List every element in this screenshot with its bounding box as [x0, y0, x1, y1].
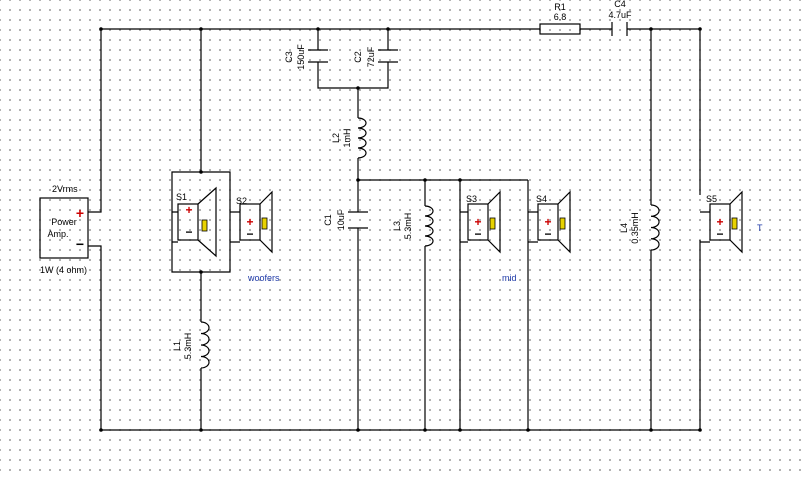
- svg-text:−: −: [544, 227, 551, 241]
- group-label-tweeter: T: [757, 223, 763, 233]
- capacitor-c1[interactable]: C1 10uF: [323, 209, 368, 230]
- svg-text:150uF: 150uF: [296, 44, 306, 70]
- inductor-l1[interactable]: L1 5.3mH: [172, 321, 210, 369]
- svg-text:C1: C1: [323, 214, 333, 226]
- svg-text:L4: L4: [619, 223, 629, 233]
- capacitor-c4[interactable]: C4 4.7uF: [608, 0, 632, 36]
- svg-text:L2: L2: [331, 133, 341, 143]
- svg-text:+: +: [544, 215, 551, 229]
- svg-text:R1: R1: [554, 2, 566, 12]
- group-label-mid: mid: [502, 273, 517, 283]
- speaker-s1[interactable]: + − S1: [176, 186, 217, 258]
- svg-text:C2: C2: [353, 51, 363, 63]
- capacitor-c3[interactable]: C3 150uF: [284, 44, 328, 70]
- svg-text:5.3mH: 5.3mH: [183, 333, 193, 360]
- group-label-woofers: woofers: [247, 273, 280, 283]
- svg-text:S4: S4: [536, 194, 547, 204]
- svg-text:S3: S3: [466, 194, 477, 204]
- svg-text:5.3mH: 5.3mH: [403, 213, 413, 240]
- svg-text:−: −: [474, 227, 481, 241]
- capacitor-c2[interactable]: C2 72uF: [353, 46, 398, 67]
- svg-text:−: −: [185, 225, 192, 239]
- amp-label-line1: Power: [51, 217, 77, 227]
- svg-text:+: +: [474, 215, 481, 229]
- svg-text:−: −: [716, 227, 723, 241]
- inductor-l3[interactable]: L3 5.3mH: [392, 205, 434, 247]
- amp-voltage: 2Vrms: [52, 184, 78, 194]
- amp-label-line2: Amp.: [47, 229, 68, 239]
- amp-power: 1W (4 ohm): [40, 265, 87, 275]
- amp-minus-sign: −: [76, 236, 84, 252]
- power-amp-source[interactable]: Power Amp. + − 2Vrms 1W (4 ohm): [39, 184, 89, 275]
- inductor-l4[interactable]: L4 0.35mH: [619, 204, 660, 251]
- svg-text:−: −: [246, 227, 253, 241]
- svg-text:+: +: [716, 215, 723, 229]
- svg-text:L3: L3: [392, 221, 402, 231]
- speaker-s2[interactable]: + − S2: [236, 190, 273, 254]
- wires: [88, 28, 710, 431]
- svg-text:C3: C3: [284, 51, 294, 63]
- speaker-s5[interactable]: + − S5: [706, 190, 743, 254]
- svg-text:72uF: 72uF: [366, 46, 376, 67]
- svg-text:1mH: 1mH: [342, 128, 352, 147]
- svg-text:10uF: 10uF: [336, 209, 346, 230]
- svg-text:6.8: 6.8: [554, 12, 567, 22]
- speaker-s4[interactable]: + − S4: [536, 190, 571, 254]
- svg-text:L1: L1: [172, 341, 182, 351]
- svg-text:S2: S2: [236, 196, 247, 206]
- amp-plus-sign: +: [76, 205, 84, 221]
- svg-text:4.7uF: 4.7uF: [608, 10, 632, 20]
- resistor-r1[interactable]: R1 6.8: [539, 2, 581, 35]
- svg-text:S1: S1: [176, 192, 187, 202]
- svg-text:+: +: [246, 215, 253, 229]
- svg-text:S5: S5: [706, 194, 717, 204]
- junction-dots: [99, 27, 702, 432]
- inductor-l2[interactable]: L2 1mH: [331, 117, 367, 159]
- svg-text:0.35mH: 0.35mH: [630, 212, 640, 244]
- svg-text:+: +: [185, 203, 192, 217]
- svg-text:C4: C4: [614, 0, 626, 9]
- speaker-s3[interactable]: + − S3: [466, 190, 501, 254]
